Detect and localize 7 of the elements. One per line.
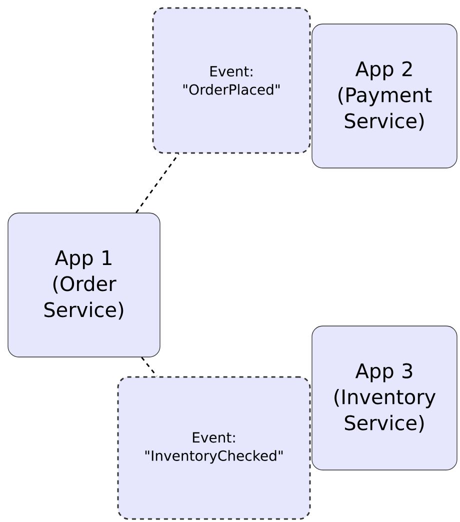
service-box: App 1 (Order Service) (8, 212, 160, 358)
event-box: Event: "InventoryChecked" (117, 376, 311, 520)
connector-line (136, 153, 180, 214)
event-box: Event: "OrderPlaced" (152, 7, 311, 154)
service-box: App 2 (Payment Service) (312, 24, 458, 168)
connector-line (141, 356, 158, 377)
service-box: App 3 (Inventory Service) (312, 326, 458, 470)
